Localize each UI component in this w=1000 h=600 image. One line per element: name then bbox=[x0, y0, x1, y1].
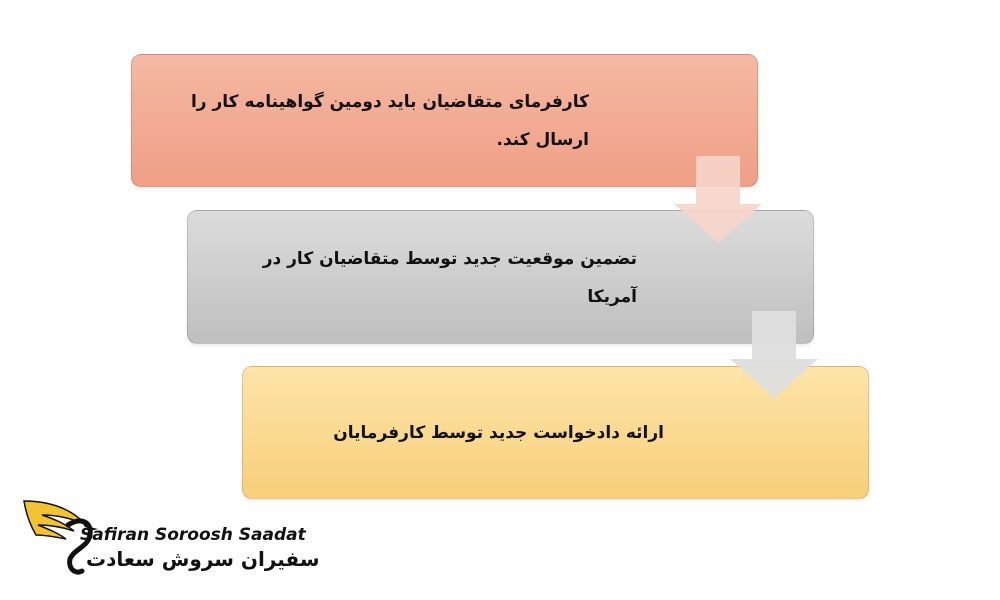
step-box-1: کارفرمای متقاضیان باید دومین گواهینامه ک… bbox=[131, 54, 758, 187]
down-arrow-icon bbox=[730, 311, 818, 398]
step-3-text: ارائه دادخواست جدید توسط کارفرمایان bbox=[333, 423, 664, 443]
arrow-2-shape bbox=[730, 311, 818, 398]
bird-wing-icon bbox=[23, 500, 98, 575]
arrow-1-shape bbox=[674, 156, 762, 243]
step-box-3: ارائه دادخواست جدید توسط کارفرمایان bbox=[242, 366, 869, 499]
down-arrow-icon bbox=[674, 156, 762, 243]
logo-text-persian: سفیران سروش سعادت bbox=[86, 547, 320, 571]
step-2-text: تضمین موقعیت جدید توسط متقاضیان کار در آ… bbox=[262, 249, 637, 307]
company-logo: Safiran Soroosh Saadat سفیران سروش سعادت bbox=[20, 495, 320, 585]
logo-text-english: Safiran Soroosh Saadat bbox=[80, 525, 306, 545]
step-1-text: کارفرمای متقاضیان باید دومین گواهینامه ک… bbox=[190, 92, 589, 150]
